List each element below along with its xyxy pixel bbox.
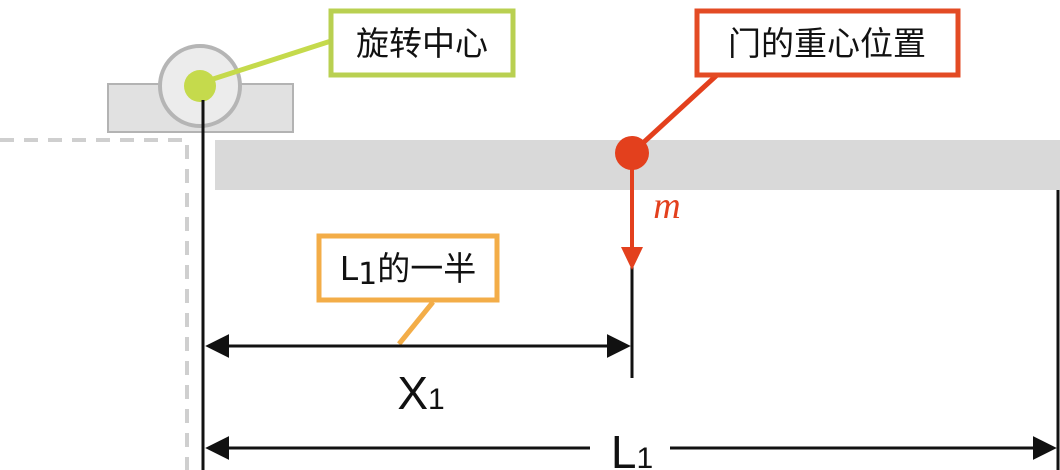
- half-length-callout-text: L1的一半: [340, 249, 476, 292]
- mass-symbol: m: [653, 185, 680, 227]
- mass-dot-icon: [615, 136, 649, 170]
- half-length-callout: L1的一半: [316, 233, 500, 303]
- cog-callout-box: [694, 8, 961, 78]
- l1-sub: 1: [636, 442, 653, 470]
- cog-callout-text: 门的重心位置: [728, 24, 926, 63]
- pivot-callout: 旋转中心: [328, 8, 516, 78]
- half-length-callout-leader: [397, 300, 435, 346]
- cog-callout: 门的重心位置: [694, 8, 961, 78]
- x1-label: X1: [397, 367, 444, 419]
- arrowhead-icon: [621, 247, 643, 270]
- half-length-callout-suffix: 的一半: [377, 249, 476, 288]
- pivot-callout-box: [328, 8, 516, 78]
- l1-main: L: [611, 426, 637, 470]
- x1-sub: 1: [428, 383, 445, 416]
- x1-main: X: [397, 367, 428, 419]
- door-open-position-outline: [0, 138, 189, 470]
- half-length-callout-sub: 1: [358, 257, 377, 292]
- pivot-center-dot: [184, 70, 216, 102]
- half-length-callout-main: L: [340, 249, 359, 288]
- pivot-callout-text: 旋转中心: [356, 24, 488, 63]
- half-length-callout-box: [316, 233, 500, 303]
- l1-label: L1: [611, 426, 653, 470]
- cog-callout-leader: [630, 73, 719, 155]
- pivot-callout-leader: [209, 38, 332, 83]
